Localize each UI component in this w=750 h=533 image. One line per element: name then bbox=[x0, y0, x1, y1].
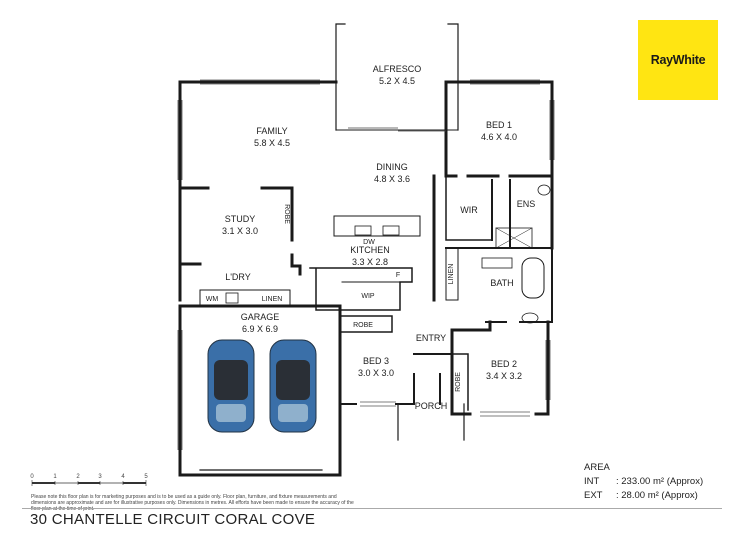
label-robe-study: ROBE bbox=[283, 204, 290, 224]
disclaimer-text: Please note this floor plan is for marke… bbox=[31, 494, 354, 512]
label-porch: PORCH bbox=[415, 401, 448, 411]
scale-tick-0: 0 bbox=[30, 474, 34, 480]
label-robe-bed3: ROBE bbox=[353, 322, 373, 329]
area-ext-value: : 28.00 m² (Approx) bbox=[616, 490, 698, 501]
car-right-icon bbox=[269, 339, 317, 433]
area-row-int: INT : 233.00 m² (Approx) bbox=[584, 475, 703, 489]
scale-tick-5: 5 bbox=[144, 474, 148, 480]
label-dw: DW bbox=[363, 239, 375, 246]
area-heading: AREA bbox=[584, 462, 610, 473]
bottom-divider bbox=[22, 508, 722, 509]
room-bed1-name: BED 1 bbox=[486, 120, 512, 130]
room-bed3-size: 3.0 X 3.0 bbox=[358, 368, 394, 378]
room-family-name: FAMILY bbox=[256, 126, 287, 136]
area-int-value: : 233.00 m² (Approx) bbox=[616, 476, 704, 487]
label-robe-bed2: ROBE bbox=[455, 372, 462, 392]
label-wm: WM bbox=[206, 296, 219, 303]
room-kitchen-size: 3.3 X 2.8 bbox=[352, 257, 388, 267]
room-bed3-name: BED 3 bbox=[363, 356, 389, 366]
label-ldry: L'DRY bbox=[225, 272, 251, 282]
sliding-door bbox=[348, 127, 446, 132]
walls bbox=[178, 23, 554, 477]
windows bbox=[177, 79, 555, 450]
logo-text: RayWhite bbox=[650, 53, 706, 67]
room-alfresco-size: 5.2 X 4.5 bbox=[379, 76, 415, 86]
room-bed2-name: BED 2 bbox=[491, 359, 517, 369]
room-garage-size: 6.9 X 6.9 bbox=[242, 324, 278, 334]
room-bed2-size: 3.4 X 3.2 bbox=[486, 371, 522, 381]
room-study-name: STUDY bbox=[225, 214, 256, 224]
room-family-size: 5.8 X 4.5 bbox=[254, 138, 290, 148]
raywhite-logo: RayWhite bbox=[638, 20, 718, 100]
area-int-label: INT bbox=[584, 476, 600, 487]
scale-tick-1: 1 bbox=[53, 474, 57, 480]
room-kitchen-name: KITCHEN bbox=[350, 245, 390, 255]
scale-tick-3: 3 bbox=[98, 474, 102, 480]
room-bed1-size: 4.6 X 4.0 bbox=[481, 132, 517, 142]
scale-bar: 0 1 2 3 4 5 bbox=[30, 474, 148, 486]
room-dining-name: DINING bbox=[376, 162, 408, 172]
area-ext-label: EXT bbox=[584, 490, 603, 501]
label-fridge: F bbox=[396, 272, 400, 279]
label-entry: ENTRY bbox=[416, 333, 446, 343]
room-study-size: 3.1 X 3.0 bbox=[222, 226, 258, 236]
room-alfresco-name: ALFRESCO bbox=[373, 64, 422, 74]
room-dining-size: 4.8 X 3.6 bbox=[374, 174, 410, 184]
car-left-icon bbox=[207, 339, 255, 433]
label-linen-laundry: LINEN bbox=[262, 296, 283, 303]
area-row-ext: EXT : 28.00 m² (Approx) bbox=[584, 489, 703, 503]
scale-tick-2: 2 bbox=[76, 474, 80, 480]
room-garage-name: GARAGE bbox=[241, 312, 280, 322]
property-address: 30 CHANTELLE CIRCUIT CORAL COVE bbox=[30, 511, 316, 528]
label-bath: BATH bbox=[490, 278, 513, 288]
label-wip: WIP bbox=[361, 293, 375, 300]
label-wir: WIR bbox=[460, 205, 478, 215]
label-linen-hall: LINEN bbox=[448, 264, 455, 285]
area-summary: AREA INT : 233.00 m² (Approx) EXT : 28.0… bbox=[584, 461, 703, 503]
label-ens: ENS bbox=[517, 199, 536, 209]
scale-tick-4: 4 bbox=[121, 474, 125, 480]
